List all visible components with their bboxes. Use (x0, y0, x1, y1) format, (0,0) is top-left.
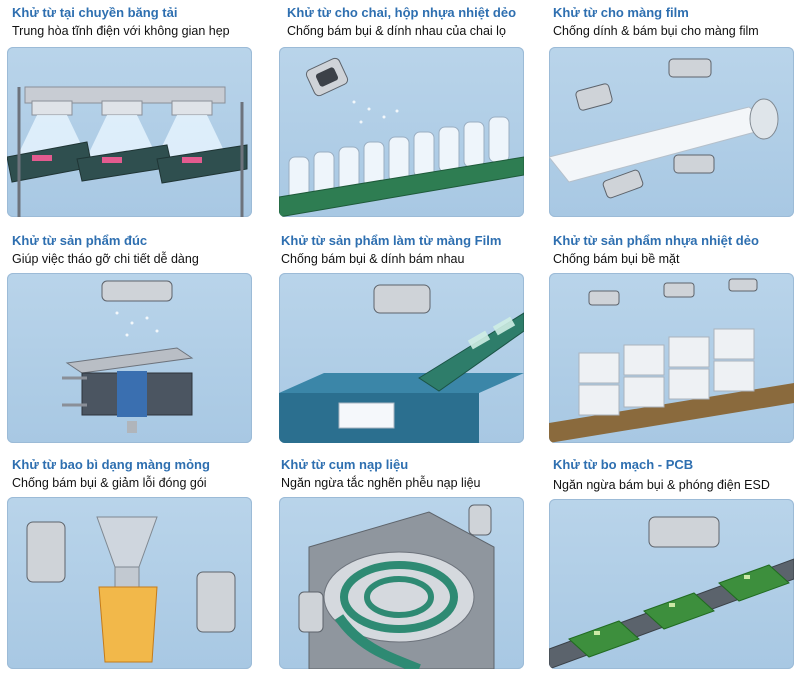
panel-subtitle: Giúp việc tháo gỡ chi tiết dễ dàng (12, 252, 199, 266)
panel-subtitle: Ngăn ngừa bám bụi & phóng điện ESD (553, 478, 770, 492)
panel-subtitle: Chống dính & bám bụi cho màng film (553, 24, 759, 38)
pcb-illustration (549, 499, 794, 669)
film-illustration (549, 47, 794, 217)
panel-title: Khử từ bo mạch - PCB (553, 457, 694, 472)
packaging-illustration (7, 497, 252, 669)
panel-subtitle: Ngăn ngừa tắc nghẽn phễu nạp liệu (281, 476, 481, 490)
bottles-illustration (279, 47, 524, 217)
molding-illustration (7, 273, 252, 443)
feeder-illustration (279, 497, 524, 669)
panel-title: Khử từ cho chai, hộp nhựa nhiệt dẻo (287, 5, 517, 20)
panel-title: Khử từ tại chuyền băng tải (12, 5, 178, 20)
panel-title: Khử từ cụm nạp liệu (281, 457, 409, 472)
film-products-illustration (279, 273, 524, 443)
panel-subtitle: Chống bám bụi & dính bám nhau (281, 252, 465, 266)
panel-title: Khử từ sản phẩm đúc (12, 233, 148, 248)
conveyor-illustration (7, 47, 252, 217)
panel-subtitle: Trung hòa tĩnh điện với không gian hẹp (12, 24, 230, 38)
panel-title: Khử từ sản phẩm nhựa nhiệt dẻo (553, 233, 759, 248)
panel-subtitle: Chống bám bụi bề mặt (553, 252, 680, 266)
panel-title: Khử từ cho màng film (553, 5, 689, 20)
plastic-products-illustration (549, 273, 794, 443)
panel-subtitle: Chống bám bụi & dính nhau của chai lọ (287, 24, 506, 38)
panel-subtitle: Chống bám bụi & giảm lỗi đóng gói (12, 476, 207, 490)
panel-title: Khử từ sản phẩm làm từ màng Film (281, 233, 502, 248)
panel-title: Khử từ bao bì dạng màng mỏng (12, 457, 210, 472)
